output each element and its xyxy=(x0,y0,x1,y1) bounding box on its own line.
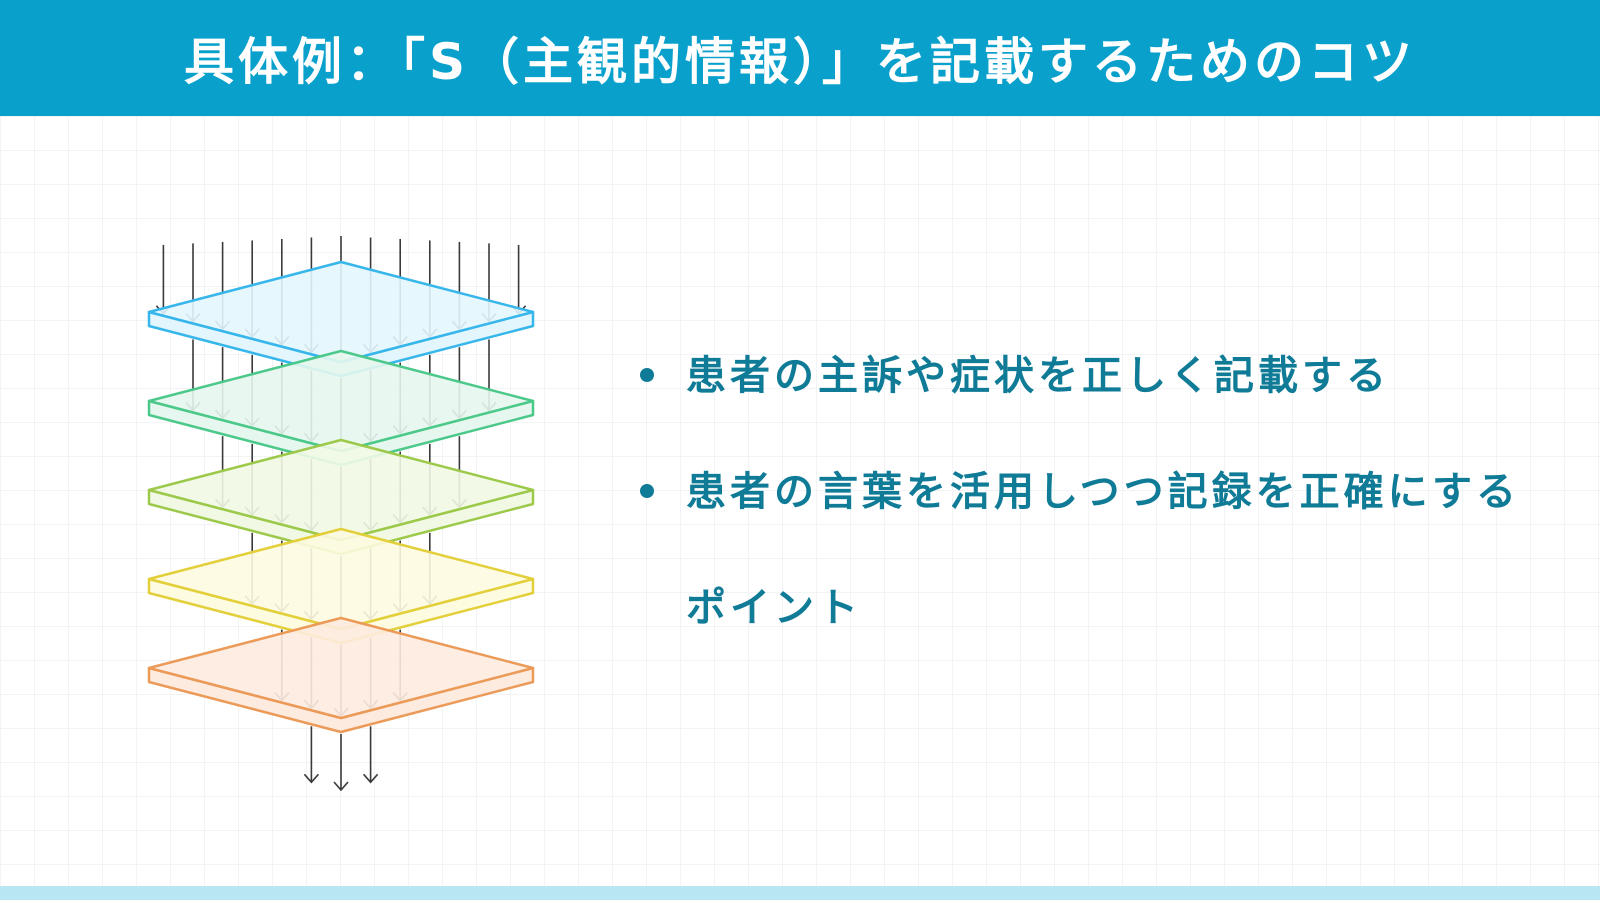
down-arrow-icon xyxy=(362,726,379,784)
bullet-item: 患者の言葉を活用しつつ記録を正確にするポイント xyxy=(640,434,1540,666)
down-arrow-icon xyxy=(303,726,320,784)
bullet-text: 患者の主訴や症状を正しく記載する xyxy=(686,353,1390,399)
bullet-dot xyxy=(640,368,654,382)
bullet-item: 患者の主訴や症状を正しく記載する xyxy=(640,318,1540,434)
down-arrow-icon xyxy=(155,244,172,315)
down-arrow-icon xyxy=(333,734,349,792)
layer-orange xyxy=(147,616,535,734)
bullet-list: 患者の主訴や症状を正しく記載する 患者の言葉を活用しつつ記録を正確にするポイント xyxy=(640,318,1540,666)
bullet-dot xyxy=(640,484,654,498)
layered-filter-diagram xyxy=(147,236,535,792)
page-title: 具体例：「S（主観的情報）」を記載するためのコツ xyxy=(183,33,1416,91)
bullet-text: 患者の言葉を活用しつつ記録を正確にするポイント xyxy=(686,469,1520,631)
footer-bar xyxy=(0,886,1600,900)
title-banner: 具体例：「S（主観的情報）」を記載するためのコツ xyxy=(0,0,1600,116)
down-arrow-icon xyxy=(510,244,527,315)
